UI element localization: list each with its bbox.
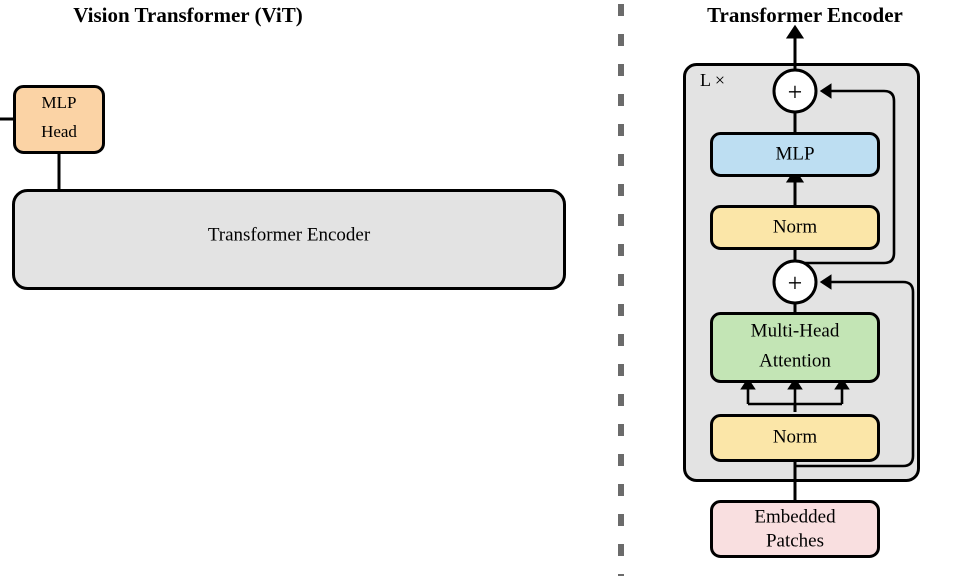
adder-top-circle <box>772 68 818 114</box>
norm-top-label: Norm <box>773 216 818 237</box>
embedded-patches-label-line1: Embedded <box>754 506 836 527</box>
mlp-label: MLP <box>775 143 814 164</box>
mlp-residual-connection <box>795 83 896 265</box>
attention-label-line2: Attention <box>759 350 831 371</box>
right-panel-title: Transformer Encoder <box>707 3 903 27</box>
right-panel: Transformer Encoder L × MLP <box>683 3 920 558</box>
attention-residual-connection <box>795 274 915 468</box>
left-encoder-box <box>12 189 566 290</box>
mlp-head-label-line2: Head <box>41 122 77 141</box>
attention-label-line1: Multi-Head <box>751 320 840 341</box>
left-panel-title: Vision Transformer (ViT) <box>73 3 302 27</box>
mlp-head-box <box>13 85 105 154</box>
norm-bottom-label: Norm <box>773 426 818 447</box>
embedded-patches-box <box>710 500 880 558</box>
mlp-head-label-line1: MLP <box>42 93 77 112</box>
repeat-count-label: L × <box>700 70 725 90</box>
left-encoder-label: Transformer Encoder <box>208 224 371 245</box>
left-panel: Vision Transformer (ViT) Transformer Enc… <box>0 3 566 290</box>
adder-bottom-circle <box>772 259 818 305</box>
attention-box <box>710 312 880 383</box>
mlp-box <box>710 132 880 177</box>
adder-bottom-symbol: + <box>788 269 803 298</box>
norm-bottom-box <box>710 414 880 462</box>
embedded-patches-label-line2: Patches <box>766 530 824 551</box>
adder-top-symbol: + <box>788 78 803 107</box>
norm-top-box <box>710 205 880 250</box>
